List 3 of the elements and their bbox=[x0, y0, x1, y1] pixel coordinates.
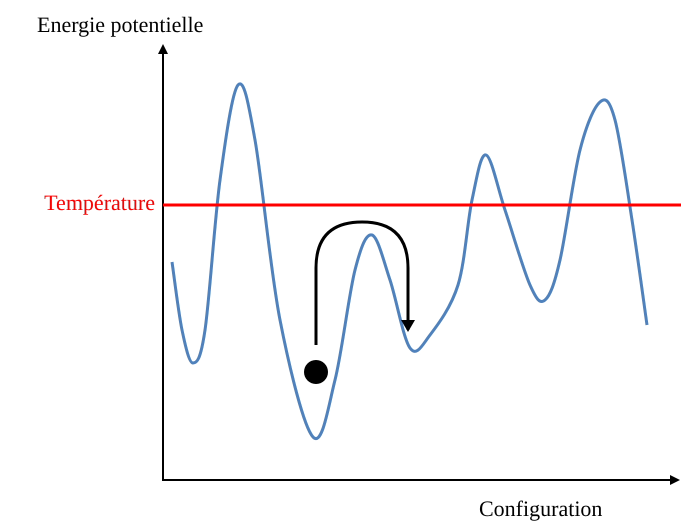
axis-title: Configuration bbox=[479, 496, 602, 521]
temperature-label: Température bbox=[44, 190, 155, 216]
axis-title: Energie potentielle bbox=[37, 12, 204, 38]
